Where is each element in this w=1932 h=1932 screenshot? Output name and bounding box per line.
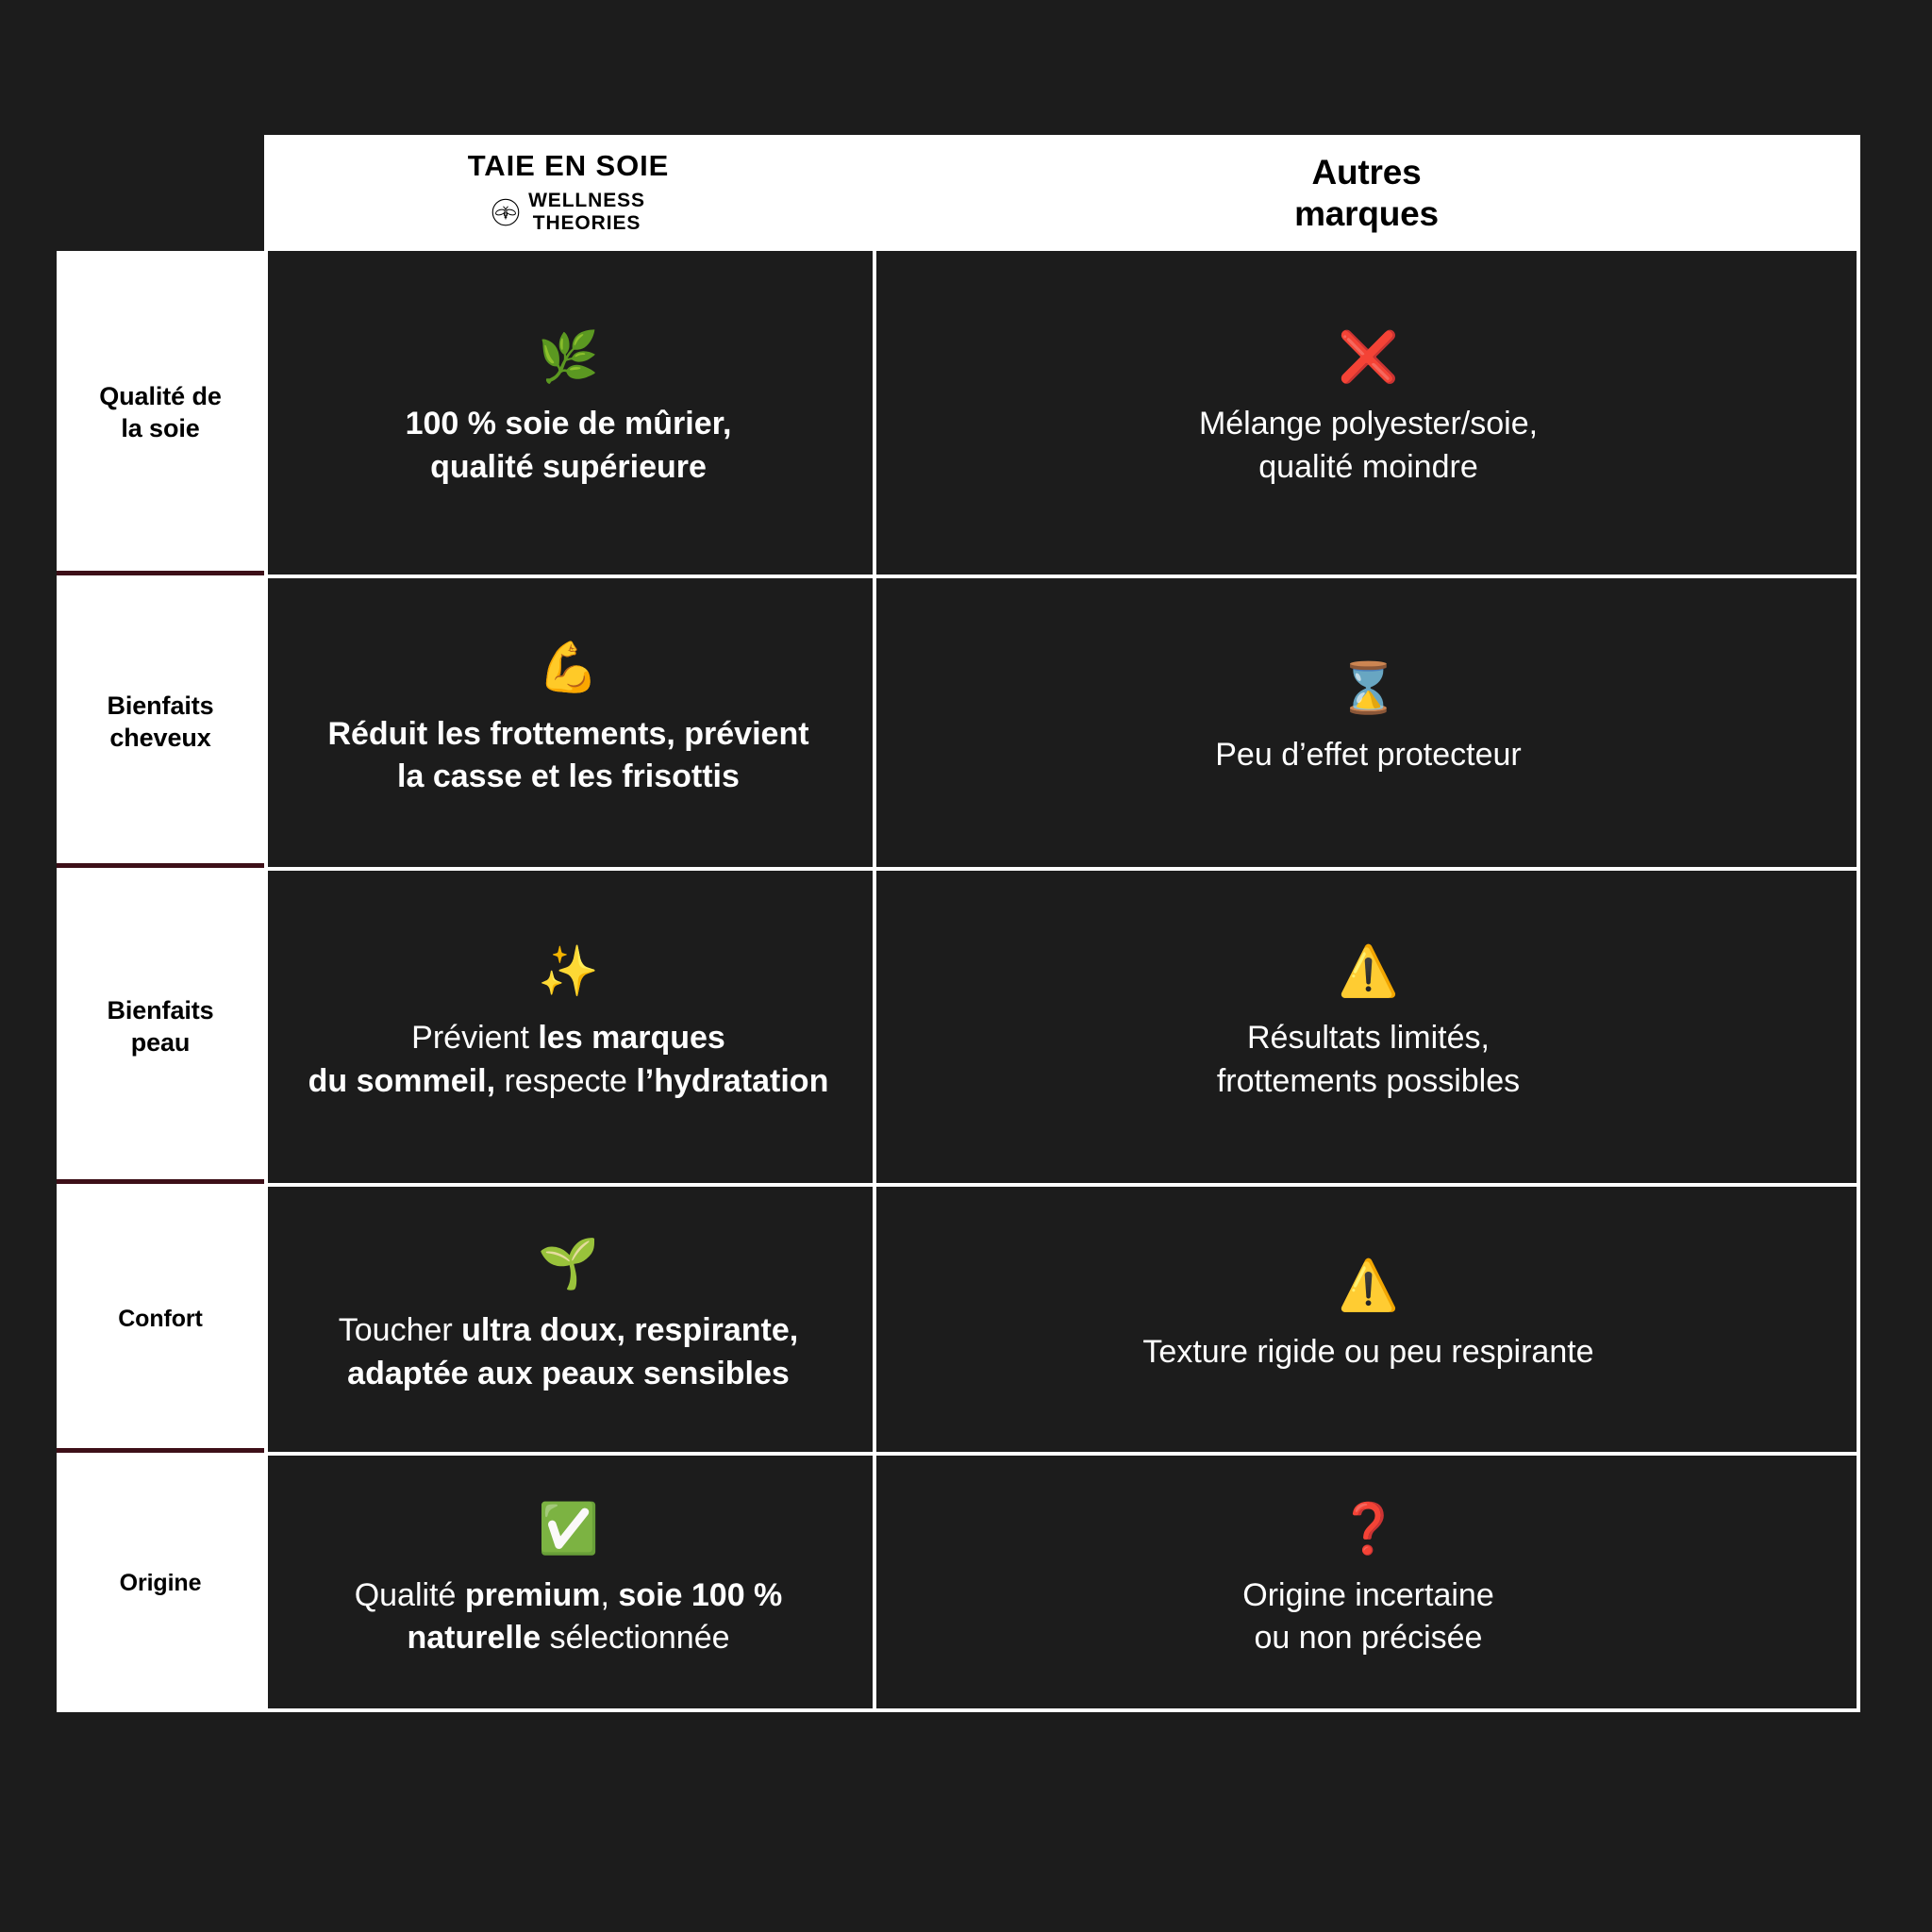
row-label-line1: Bienfaits (107, 995, 214, 1024)
table-row: Bienfaits cheveux 💪 Réduit les frottements,… (57, 571, 1860, 867)
text-line: 100 % soie de mûrier, (405, 406, 732, 442)
text-plain: Toucher (338, 1312, 462, 1349)
table-row: Origine ✅ Qualité premium, soie 100 % natur… (57, 1448, 1860, 1712)
text-emphasis: du sommeil, (308, 1062, 496, 1099)
cell-autres-marques: ⚠️ Résultats limités, frottements possible… (873, 871, 1860, 1183)
text-line: la casse et les frisottis (397, 758, 740, 794)
product-cell-text: Réduit les frottements, prévient la casse… (327, 713, 808, 798)
row-label-line2: la soie (121, 413, 200, 442)
cross-mark-icon: ❌ (1338, 330, 1399, 386)
seedling-icon: 🌱 (538, 1237, 599, 1292)
product-cell-text: Qualité premium, soie 100 % naturelle sél… (355, 1574, 783, 1659)
product-cell-text: Prévient les marques du sommeil, respecte… (308, 1017, 829, 1102)
text-line: frottements possibles (1216, 1062, 1521, 1099)
text-plain: respecte (495, 1062, 637, 1099)
other-cell-text: Mélange polyester/soie, qualité moindre (1199, 403, 1538, 488)
other-cell-text: Texture rigide ou peu respirante (1142, 1331, 1593, 1374)
row-label-text: Bienfaits peau (107, 995, 213, 1059)
row-label: Confort (57, 1187, 264, 1452)
cell-taie-en-soie: 🌱 Toucher ultra doux, respirante, adaptée … (264, 1187, 873, 1452)
text-line: ou non précisée (1254, 1620, 1483, 1656)
red-question-mark-icon: ❓ (1338, 1501, 1399, 1557)
text-emphasis: les marques (538, 1020, 725, 1057)
row-label: Bienfaits peau (57, 871, 264, 1183)
text-emphasis: adaptée aux peaux sensibles (347, 1355, 790, 1391)
row-label-line2: cheveux (109, 724, 211, 752)
warning-icon: ⚠️ (1338, 944, 1399, 1000)
text-plain: sélectionnée (541, 1620, 730, 1656)
cell-taie-en-soie: 🌿 100 % soie de mûrier, qualité supérieure (264, 251, 873, 575)
header-underline (264, 247, 1860, 251)
others-column-title: Autres marques (1294, 152, 1439, 234)
text-emphasis: premium (464, 1576, 601, 1613)
text-emphasis: soie 100 % (618, 1576, 783, 1613)
table-row: Qualité de la soie 🌿 100 % soie de mûrier, q… (57, 251, 1860, 575)
other-cell-text: Résultats limités, frottements possibles (1217, 1017, 1520, 1102)
row-divider-accent (57, 1179, 264, 1184)
header-cell-others: Autres marques (873, 135, 1860, 251)
row-divider-accent (57, 571, 264, 575)
row-label: Qualité de la soie (57, 251, 264, 575)
flexed-biceps-icon: 💪 (538, 640, 599, 695)
warning-icon: ⚠️ (1338, 1257, 1399, 1313)
text-emphasis: ultra doux, respirante, (461, 1312, 799, 1349)
table-header-row: TAIE EN SOIE WELLNESS THEORIES (264, 135, 1860, 251)
row-label-line1: Bienfaits (107, 691, 214, 721)
row-label-line1: Origine (119, 1570, 202, 1597)
table-row: Confort 🌱 Toucher ultra doux, respirante, a… (57, 1179, 1860, 1452)
sparkles-icon: ✨ (538, 944, 599, 1000)
row-label: Bienfaits cheveux (57, 578, 264, 867)
text-plain: Qualité (354, 1576, 465, 1613)
text-plain: , (600, 1576, 619, 1613)
text-plain: Prévient (411, 1020, 539, 1057)
row-label-text: Qualité de la soie (99, 381, 222, 445)
others-title-line2: marques (1294, 193, 1439, 233)
cell-autres-marques: ❌ Mélange polyester/soie, qualité moindre (873, 251, 1860, 575)
text-line: Origine incertaine (1242, 1576, 1494, 1613)
brand-lockup: WELLNESS THEORIES (491, 190, 645, 235)
row-label-text: Confort (118, 1305, 203, 1334)
other-cell-text: Origine incertaine ou non précisée (1242, 1574, 1493, 1659)
text-line: Mélange polyester/soie, (1198, 406, 1539, 442)
brand-name-line1: WELLNESS (528, 190, 645, 212)
header-cell-product: TAIE EN SOIE WELLNESS THEORIES (264, 135, 873, 251)
product-cell-text: 100 % soie de mûrier, qualité supérieure (406, 403, 732, 488)
row-label-text: Bienfaits cheveux (107, 691, 213, 755)
text-line: Texture rigide ou peu respirante (1142, 1333, 1594, 1370)
herb-icon: 🌿 (538, 330, 599, 386)
row-label-line1: Confort (118, 1305, 203, 1332)
comparison-table: TAIE EN SOIE WELLNESS THEORIES (57, 135, 1860, 1712)
cell-taie-en-soie: 💪 Réduit les frottements, prévient la cass… (264, 578, 873, 867)
text-emphasis: l’hydratation (636, 1062, 829, 1099)
others-title-line1: Autres (1311, 153, 1422, 192)
brand-name: WELLNESS THEORIES (528, 190, 645, 235)
product-cell-text: Toucher ultra doux, respirante, adaptée a… (339, 1309, 799, 1394)
hourglass-done-icon: ⌛ (1338, 661, 1399, 717)
row-label-line2: peau (130, 1027, 191, 1057)
cell-taie-en-soie: ✨ Prévient les marques du sommeil, respect… (264, 871, 873, 1183)
text-line: Résultats limités, (1247, 1020, 1490, 1057)
text-line: qualité supérieure (430, 448, 707, 485)
row-divider-accent (57, 1448, 264, 1453)
brand-name-line2: THEORIES (532, 212, 641, 235)
row-label: Origine (57, 1456, 264, 1712)
cell-taie-en-soie: ✅ Qualité premium, soie 100 % naturelle sé… (264, 1456, 873, 1712)
row-divider-accent (57, 863, 264, 868)
row-label-text: Origine (120, 1569, 202, 1598)
table-row: Bienfaits peau ✨ Prévient les marques du som… (57, 863, 1860, 1183)
bee-in-circle-icon (491, 198, 520, 226)
other-cell-text: Peu d’effet protecteur (1215, 734, 1521, 776)
cell-autres-marques: ❓ Origine incertaine ou non précisée (873, 1456, 1860, 1712)
check-mark-button-icon: ✅ (538, 1501, 599, 1557)
cell-autres-marques: ⌛ Peu d’effet protecteur (873, 578, 1860, 867)
product-column-title: TAIE EN SOIE (467, 148, 670, 182)
text-line: Peu d’effet protecteur (1215, 737, 1522, 774)
text-line: Réduit les frottements, prévient (327, 715, 809, 752)
text-line: qualité moindre (1258, 448, 1478, 485)
cell-autres-marques: ⚠️ Texture rigide ou peu respirante (873, 1187, 1860, 1452)
table-body: Qualité de la soie 🌿 100 % soie de mûrier, q… (57, 251, 1860, 1712)
row-label-line1: Qualité de (99, 381, 222, 410)
text-emphasis: naturelle (407, 1620, 541, 1656)
